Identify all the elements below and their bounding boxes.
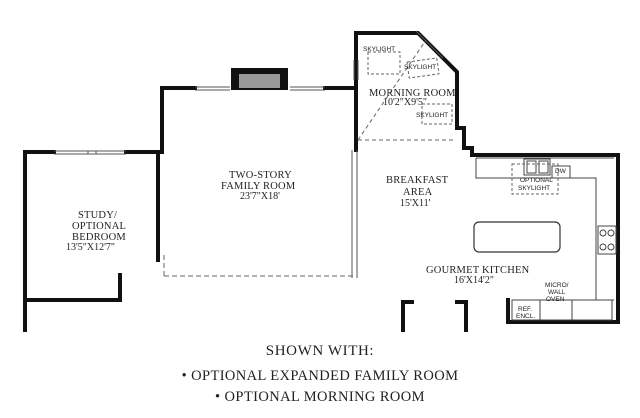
- kitchen-counters: [475, 157, 614, 321]
- family-windows: [195, 86, 325, 91]
- caption-option-2: • OPTIONAL MORNING ROOM: [215, 389, 425, 405]
- breakfast-name-2: AREA: [403, 187, 433, 198]
- bottom-openings: [401, 300, 468, 332]
- kitchen-name: GOURMET KITCHEN: [426, 265, 530, 276]
- family-room-name-1: TWO-STORY: [229, 170, 292, 181]
- cooktop: [597, 225, 617, 255]
- caption-option-1: • OPTIONAL EXPANDED FAMILY ROOM: [181, 368, 459, 384]
- ref-label-2: ENCL.: [516, 313, 536, 320]
- study-name-1: STUDY/: [78, 210, 118, 221]
- kitchen-dims: 16'X14'2": [454, 275, 494, 286]
- skylight-label-2: SKYLIGHT: [404, 64, 437, 71]
- ref-label-1: REF.: [518, 306, 533, 313]
- morning-walls: [354, 31, 466, 150]
- family-walls: [156, 86, 358, 154]
- kitchen-walls: [462, 146, 620, 324]
- family-partition: [351, 150, 358, 278]
- optional-skylight-box: [511, 163, 559, 195]
- family-room-name-2: FAMILY ROOM: [221, 181, 296, 192]
- optional-skylight-label-1: OPTIONAL: [520, 177, 553, 184]
- micro-label-3: OVEN: [546, 296, 565, 303]
- morning-dashed: [357, 39, 456, 141]
- skylight-label-3: SKYLIGHT: [416, 112, 449, 119]
- fireplace: [231, 68, 288, 90]
- sink: [523, 158, 551, 176]
- dw-label: DW: [555, 168, 566, 175]
- caption-title: SHOWN WITH:: [265, 343, 375, 359]
- skylight-label-1: SKYLIGHT: [363, 46, 396, 53]
- micro-label-2: WALL: [548, 289, 566, 296]
- study-name-3: BEDROOM: [72, 232, 126, 243]
- breakfast-dims: 15'X11': [400, 198, 431, 209]
- morning-room-name: MORNING ROOM: [369, 88, 456, 99]
- study-windows: [54, 150, 126, 155]
- kitchen-island: [473, 221, 561, 253]
- morning-windows: [353, 30, 444, 80]
- breakfast-name-1: BREAKFAST: [386, 175, 449, 186]
- dishwasher: [551, 165, 571, 179]
- morning-room-dims: 10'2"X9'5": [383, 97, 427, 108]
- family-room-dims: 23'7"X18': [240, 191, 280, 202]
- optional-skylight-label-2: SKYLIGHT: [518, 185, 551, 192]
- study-dims: 13'5"X12'7": [66, 242, 115, 253]
- micro-label-1: MICRO/: [545, 282, 569, 289]
- family-dashed-outline: [163, 255, 354, 277]
- study-name-2: OPTIONAL: [72, 221, 127, 232]
